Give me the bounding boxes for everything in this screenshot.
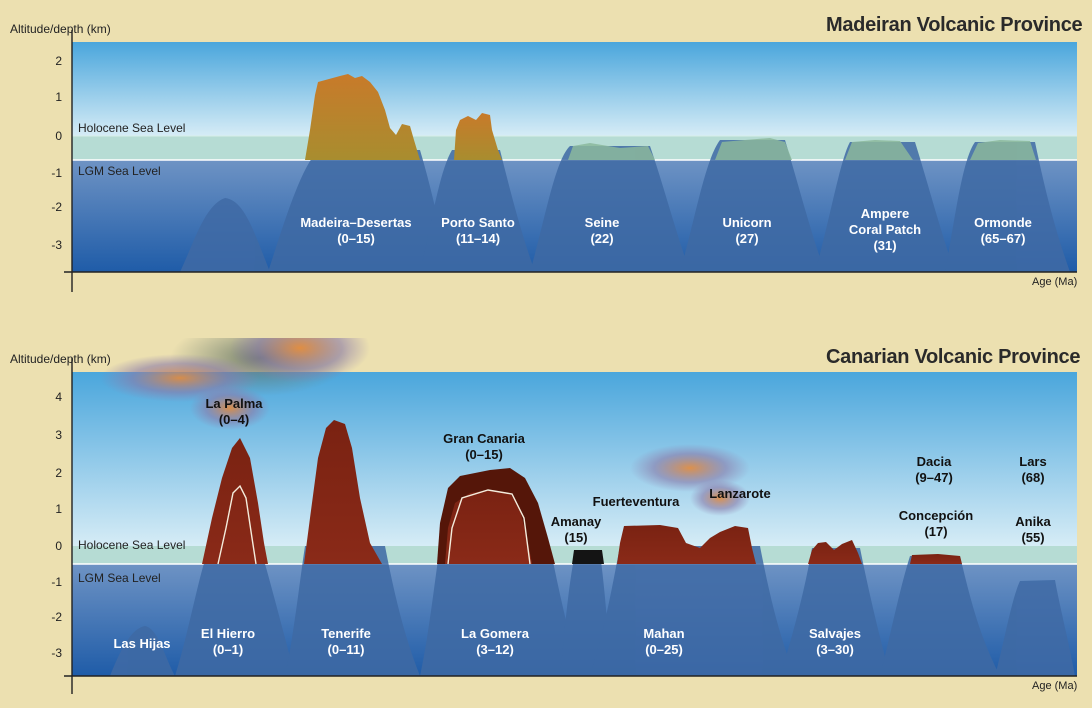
x-axis-label: Age (Ma) (1032, 276, 1078, 288)
y-tick: 0 (55, 539, 62, 553)
volcano-label-concepcion: Concepción(17) (898, 508, 974, 539)
volcano-label-gran-canaria: Gran Canaria(0–15) (443, 431, 525, 462)
volcano-label-tenerife: Tenerife(0–11) (321, 626, 371, 657)
y-tick: -2 (51, 610, 62, 624)
holocene-label: Holocene Sea Level (78, 121, 186, 135)
subaerial-volcanoes (202, 420, 962, 565)
volcano-label-madeira-desertas: Madeira–Desertas(0–15) (300, 215, 412, 246)
y-tick: 2 (55, 54, 62, 68)
volcano-label-salvajes: Salvajes(3–30) (808, 626, 862, 657)
y-tick: -2 (51, 200, 62, 214)
volcano-label-porto-santo: Porto Santo(11–14) (441, 215, 515, 246)
sky (72, 42, 1077, 136)
volcano-label-las-hijas: Las Hijas (113, 636, 171, 651)
y-axis-label: Altitude/depth (km) (10, 352, 111, 366)
volcano-label-la-palma: La Palma(0–4) (205, 396, 263, 427)
volcano-label-dacia: Dacia(9–47) (915, 454, 953, 485)
y-tick: 3 (55, 428, 62, 442)
x-axis-label: Age (Ma) (1032, 680, 1078, 692)
panel-title: Canarian Volcanic Province (826, 346, 1081, 368)
lgm-label: LGM Sea Level (78, 164, 161, 178)
y-tick: -1 (51, 575, 62, 589)
volcano-label-seine: Seine(22) (584, 215, 620, 246)
y-tick: 2 (55, 466, 62, 480)
holocene-label: Holocene Sea Level (78, 538, 186, 552)
volcano-label-mahan: Mahan(0–25) (643, 626, 685, 657)
lgm-label: LGM Sea Level (78, 571, 161, 585)
y-tick: 4 (55, 390, 62, 404)
submerged-tops (568, 138, 1036, 160)
madeira-desertas-summit (305, 74, 420, 160)
volcano-label-amanay: Amanay(15) (550, 514, 602, 545)
y-tick: 0 (55, 129, 62, 143)
volcano-label-lars: Lars(68) (1019, 454, 1047, 485)
madeiran-panel: Madeiran Volcanic Province Altitude/dept… (0, 0, 1092, 300)
volcano-label-lanzarote: Lanzarote (709, 486, 771, 501)
seamounts (110, 546, 1075, 676)
y-tick: -3 (51, 238, 62, 252)
y-tick: 1 (55, 502, 62, 516)
eruption-clouds (100, 338, 750, 516)
volcano-label-anika: Anika(55) (1015, 514, 1051, 545)
volcano-label-fuerteventura: Fuerteventura (592, 494, 680, 509)
volcano-label-el-hierro: El Hierro(0–1) (200, 626, 256, 657)
y-axis-label: Altitude/depth (km) (10, 22, 111, 36)
seamounts (180, 140, 1070, 272)
madeiran-diagram (64, 30, 1077, 292)
canarian-diagram (64, 338, 1077, 694)
panel-title: Madeiran Volcanic Province (826, 14, 1083, 36)
volcano-label-ormonde: Ormonde(65–67) (974, 215, 1032, 246)
volcano-label-la-gomera: La Gomera(3–12) (461, 626, 529, 657)
porto-santo-summit (454, 113, 502, 160)
y-tick: 1 (55, 90, 62, 104)
y-tick: -1 (51, 166, 62, 180)
canarian-panel: Canarian Volcanic Province Altitude/dept… (0, 338, 1092, 708)
y-tick: -3 (51, 646, 62, 660)
volcano-label-unicorn: Unicorn(27) (722, 215, 772, 246)
